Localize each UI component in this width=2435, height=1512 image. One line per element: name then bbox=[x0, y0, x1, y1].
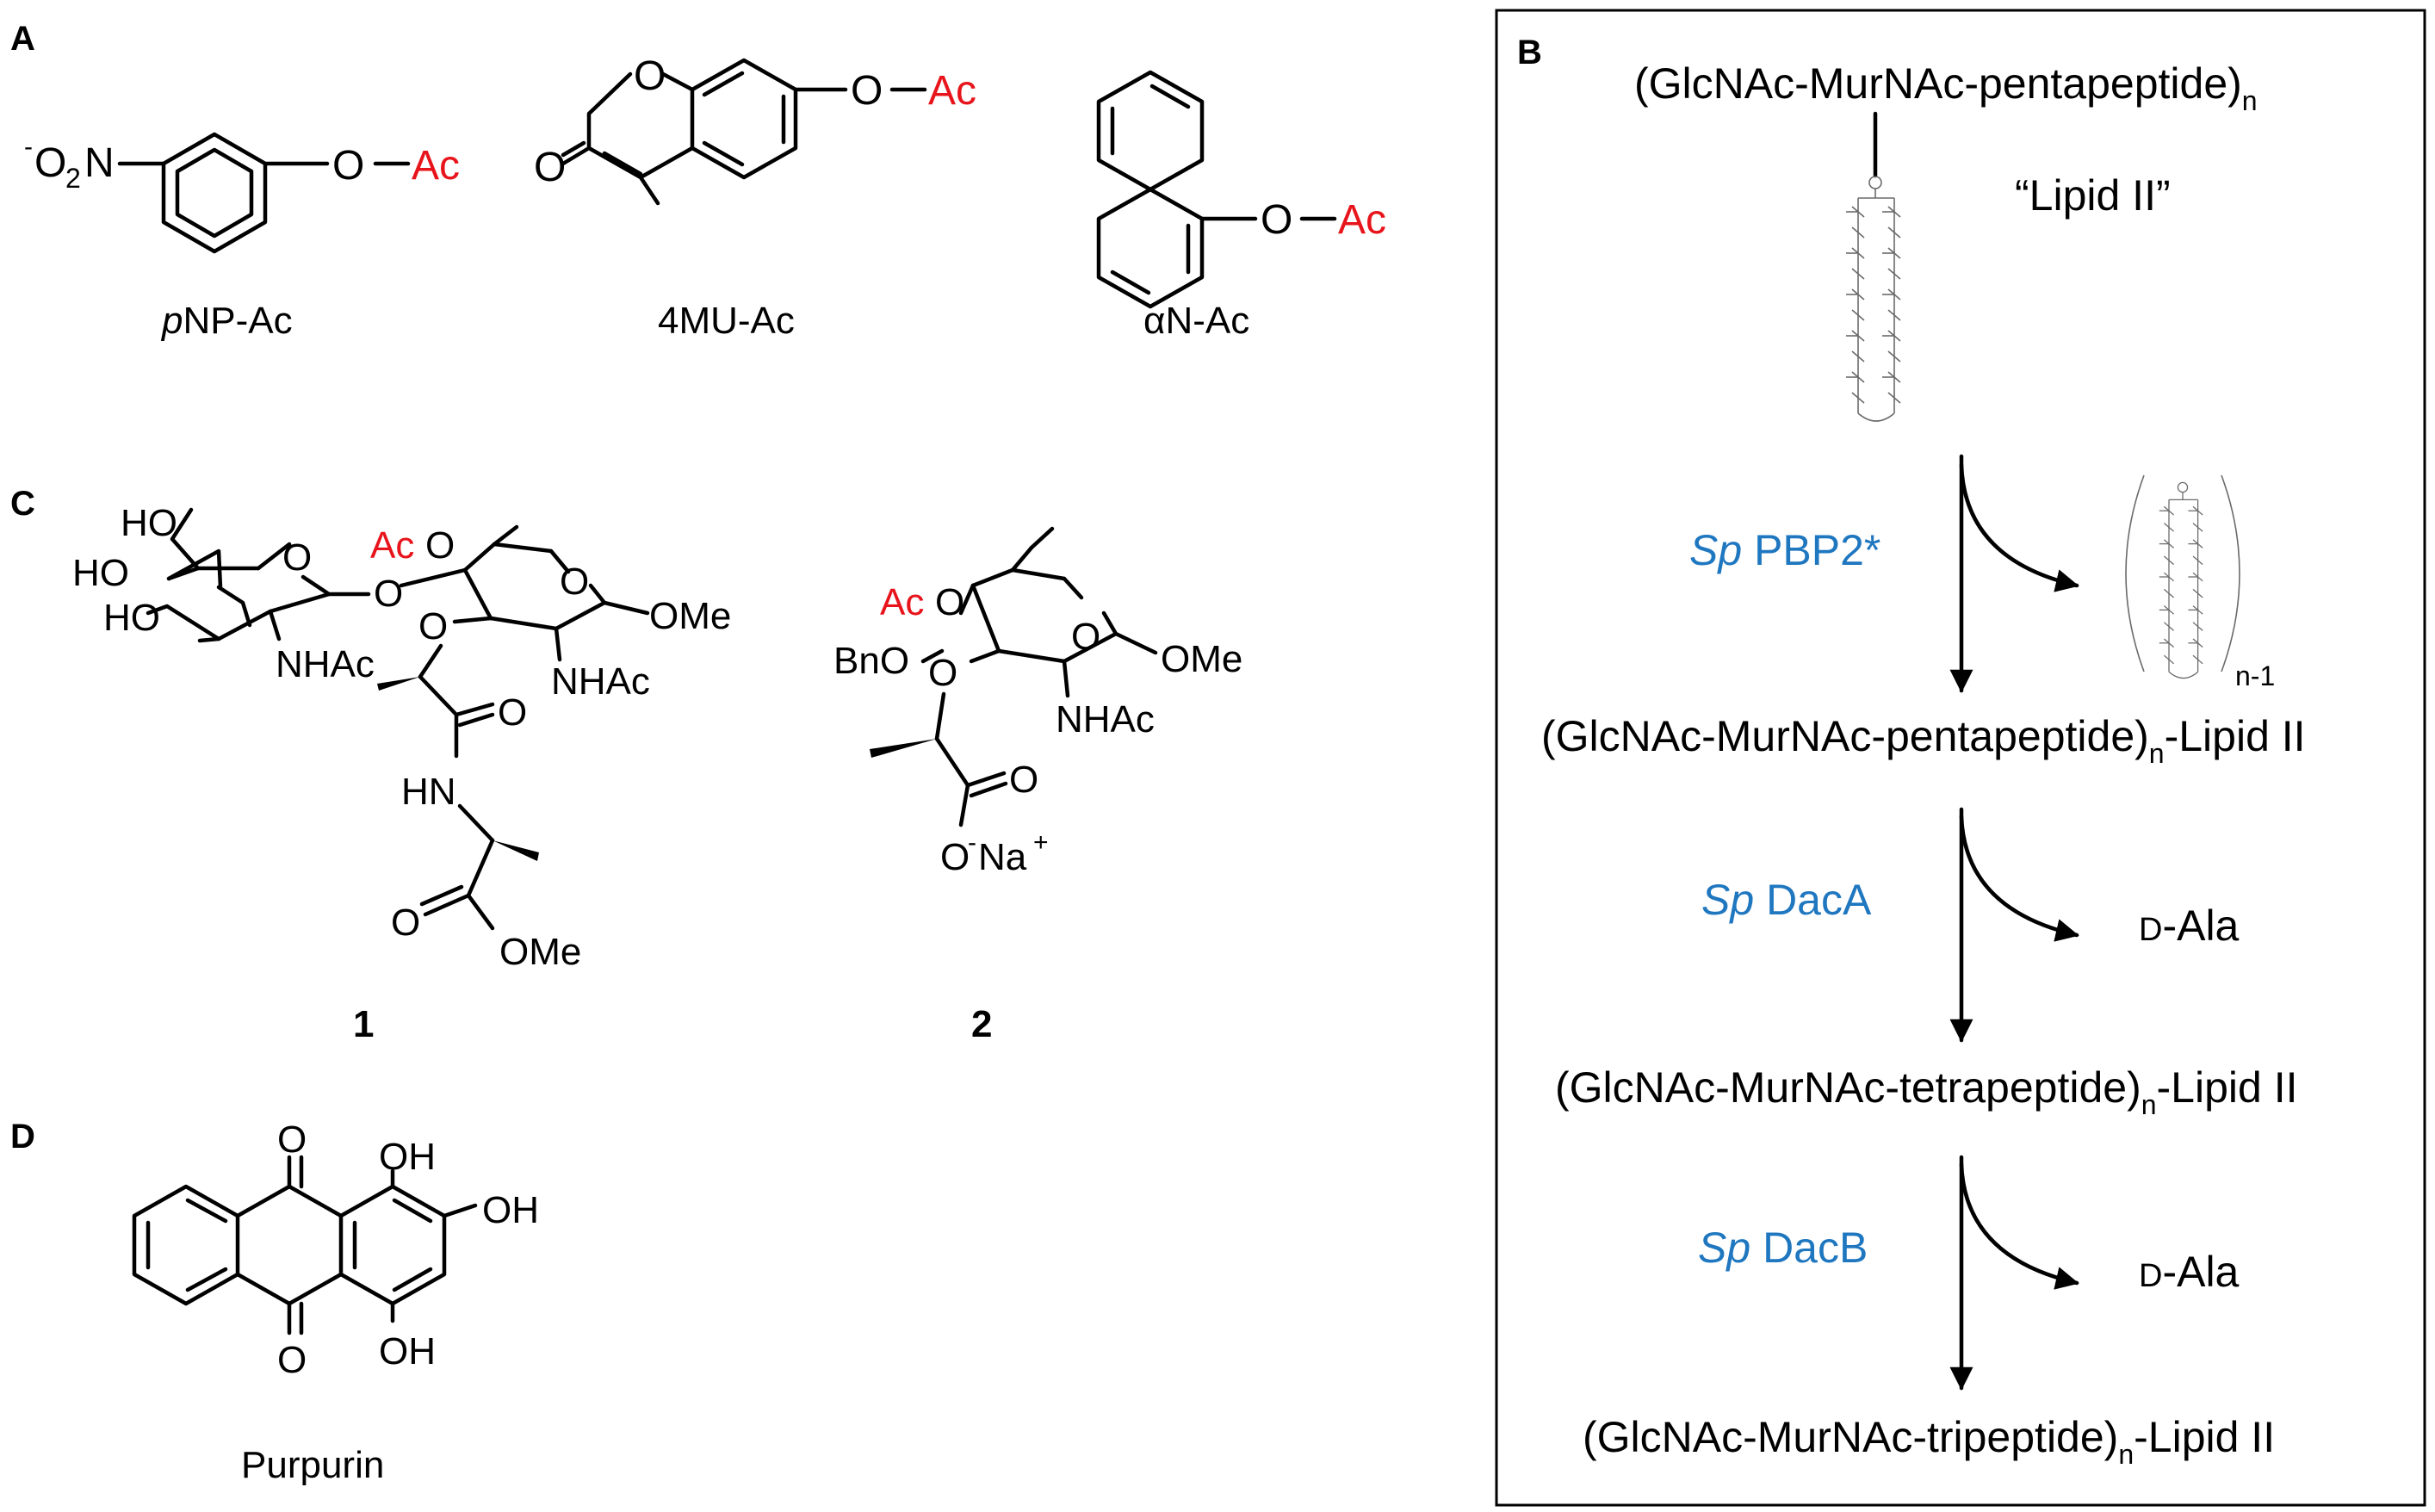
c1-nhac-2: NHAc bbox=[551, 660, 650, 703]
lipid-ii-drawing bbox=[1846, 177, 1900, 421]
top-polymer: (GlcNAc-MurNAc-pentapeptide)n bbox=[1634, 59, 2258, 116]
product-1: (GlcNAc-MurNAc-pentapeptide)n-Lipid II bbox=[1541, 712, 2306, 769]
c1-ring2-o: O bbox=[560, 561, 589, 603]
purpurin-o-top: O bbox=[277, 1119, 307, 1161]
c1-acetyl: Ac bbox=[370, 524, 414, 567]
compound-1-structure: HO HO HO O O NHAc Ac O O OMe O NHAc O HN bbox=[72, 502, 731, 1045]
pnp-nitro-charge: - bbox=[24, 133, 33, 161]
c1-acetyl-o: O bbox=[425, 524, 455, 567]
c2-label: 2 bbox=[971, 1003, 992, 1045]
c1-amide-o: O bbox=[498, 691, 527, 734]
panel-label-c: C bbox=[10, 485, 35, 523]
c1-label: 1 bbox=[353, 1003, 374, 1045]
c2-wedge bbox=[870, 739, 937, 758]
purpurin-oh-4: OH bbox=[379, 1330, 436, 1373]
purpurin-oh-1: OH bbox=[379, 1136, 436, 1178]
c1-ring1-o: O bbox=[282, 536, 312, 579]
c1-hn: HN bbox=[401, 771, 456, 813]
c2-o: O bbox=[940, 836, 970, 878]
release-arrow-2 bbox=[1959, 814, 2079, 942]
c2-acid-o: O bbox=[1009, 759, 1038, 801]
release-d-ala-2: D-Ala bbox=[2139, 1248, 2240, 1296]
panel-label-b: B bbox=[1517, 34, 1542, 71]
c2-ring-o: O bbox=[1071, 616, 1100, 658]
c1-lactyl-o: O bbox=[418, 605, 448, 648]
c1-wedge-1 bbox=[377, 677, 420, 691]
4mu-ester-oxygen: O bbox=[851, 68, 883, 114]
panel-label-a: A bbox=[10, 20, 35, 58]
product-2: (GlcNAc-MurNAc-tetrapeptide)n-Lipid II bbox=[1555, 1063, 2297, 1120]
c1-glcnac-ring bbox=[146, 548, 273, 641]
4mu-ac-name: 4MU-Ac bbox=[658, 300, 795, 342]
pnp-nitro-o: O bbox=[34, 140, 66, 186]
pnp-nitro-sub: 2 bbox=[65, 163, 81, 194]
alpha-n-ac-structure: O Ac αN-Ac bbox=[1096, 70, 1386, 342]
c2-na: Na bbox=[978, 836, 1027, 878]
c1-wedge-2 bbox=[493, 840, 539, 861]
enzyme-daca: Sp DacA bbox=[1701, 876, 1872, 924]
compound-2-structure: Ac O BnO O OMe O NHAc O O - Na + 2 bbox=[833, 526, 1242, 1045]
panel-b-box: B (GlcNAc-MurNAc-pentapeptide)n “Lipid I… bbox=[1495, 9, 2426, 1507]
c2-ome: OMe bbox=[1161, 638, 1242, 680]
c1-nhac-1: NHAc bbox=[276, 643, 375, 685]
pnp-nitro-n: N bbox=[84, 140, 115, 186]
enzyme-pbp2: Sp PBP2* bbox=[1689, 526, 1880, 574]
purpurin-middle-ring bbox=[235, 1184, 344, 1306]
4mu-carbonyl-o: O bbox=[534, 145, 566, 190]
pnp-ester-oxygen: O bbox=[332, 143, 364, 189]
pnp-inner-ring bbox=[175, 147, 254, 239]
c1-ester-ome: OMe bbox=[499, 931, 581, 973]
purpurin-right-ring bbox=[338, 1184, 447, 1306]
an-acetyl: Ac bbox=[1338, 197, 1386, 243]
release-arrow-3 bbox=[1959, 1162, 2079, 1290]
c2-charge: - bbox=[968, 828, 976, 857]
pnp-ac-name: pNP-Ac bbox=[160, 300, 293, 342]
purpurin-name: Purpurin bbox=[241, 1444, 384, 1486]
c2-acetyl: Ac bbox=[880, 581, 924, 623]
4mu-ac-structure: O O O Ac 4MU-Ac bbox=[534, 53, 976, 342]
purpurin-o-bottom: O bbox=[277, 1339, 307, 1381]
c2-bno: BnO bbox=[833, 640, 909, 682]
an-ac-name: αN-Ac bbox=[1143, 300, 1249, 342]
purpurin-structure: O O OH OH OH Purpurin bbox=[132, 1119, 539, 1486]
pnp-acetyl: Ac bbox=[412, 143, 460, 189]
c1-ho-2: HO bbox=[72, 552, 129, 594]
c1-ho-3: HO bbox=[103, 597, 160, 639]
product-3: (GlcNAc-MurNAc-tripeptide)n-Lipid II bbox=[1583, 1413, 2275, 1470]
release-d-ala-1: D-Ala bbox=[2139, 902, 2240, 950]
release-arrow-1 bbox=[1959, 462, 2079, 592]
4mu-ring-o: O bbox=[634, 53, 666, 99]
released-lipid-bracket: n-1 bbox=[2125, 474, 2275, 691]
lipid-ii-label: “Lipid II” bbox=[2015, 171, 2171, 220]
c2-plus: + bbox=[1033, 828, 1049, 857]
c2-nhac: NHAc bbox=[1056, 698, 1155, 741]
c1-ester-o: O bbox=[391, 902, 420, 944]
pnp-benzene-ring bbox=[161, 132, 268, 254]
c2-lactyl-o: O bbox=[928, 652, 957, 694]
pnp-ac-structure: - O 2 N O Ac pNP-Ac bbox=[24, 132, 460, 342]
enzyme-dacb: Sp DacB bbox=[1698, 1224, 1868, 1272]
c1-glyco-o: O bbox=[374, 573, 403, 615]
panel-label-d: D bbox=[10, 1118, 35, 1156]
c1-ho-1: HO bbox=[121, 502, 177, 544]
4mu-benzene-ring bbox=[690, 58, 798, 180]
4mu-acetyl: Ac bbox=[928, 68, 976, 114]
c1-ome: OMe bbox=[649, 595, 731, 637]
bracket-sub: n-1 bbox=[2235, 660, 2275, 691]
c2-acetyl-o: O bbox=[935, 581, 964, 623]
an-ester-oxygen: O bbox=[1261, 197, 1292, 243]
purpurin-oh-2: OH bbox=[482, 1189, 539, 1231]
